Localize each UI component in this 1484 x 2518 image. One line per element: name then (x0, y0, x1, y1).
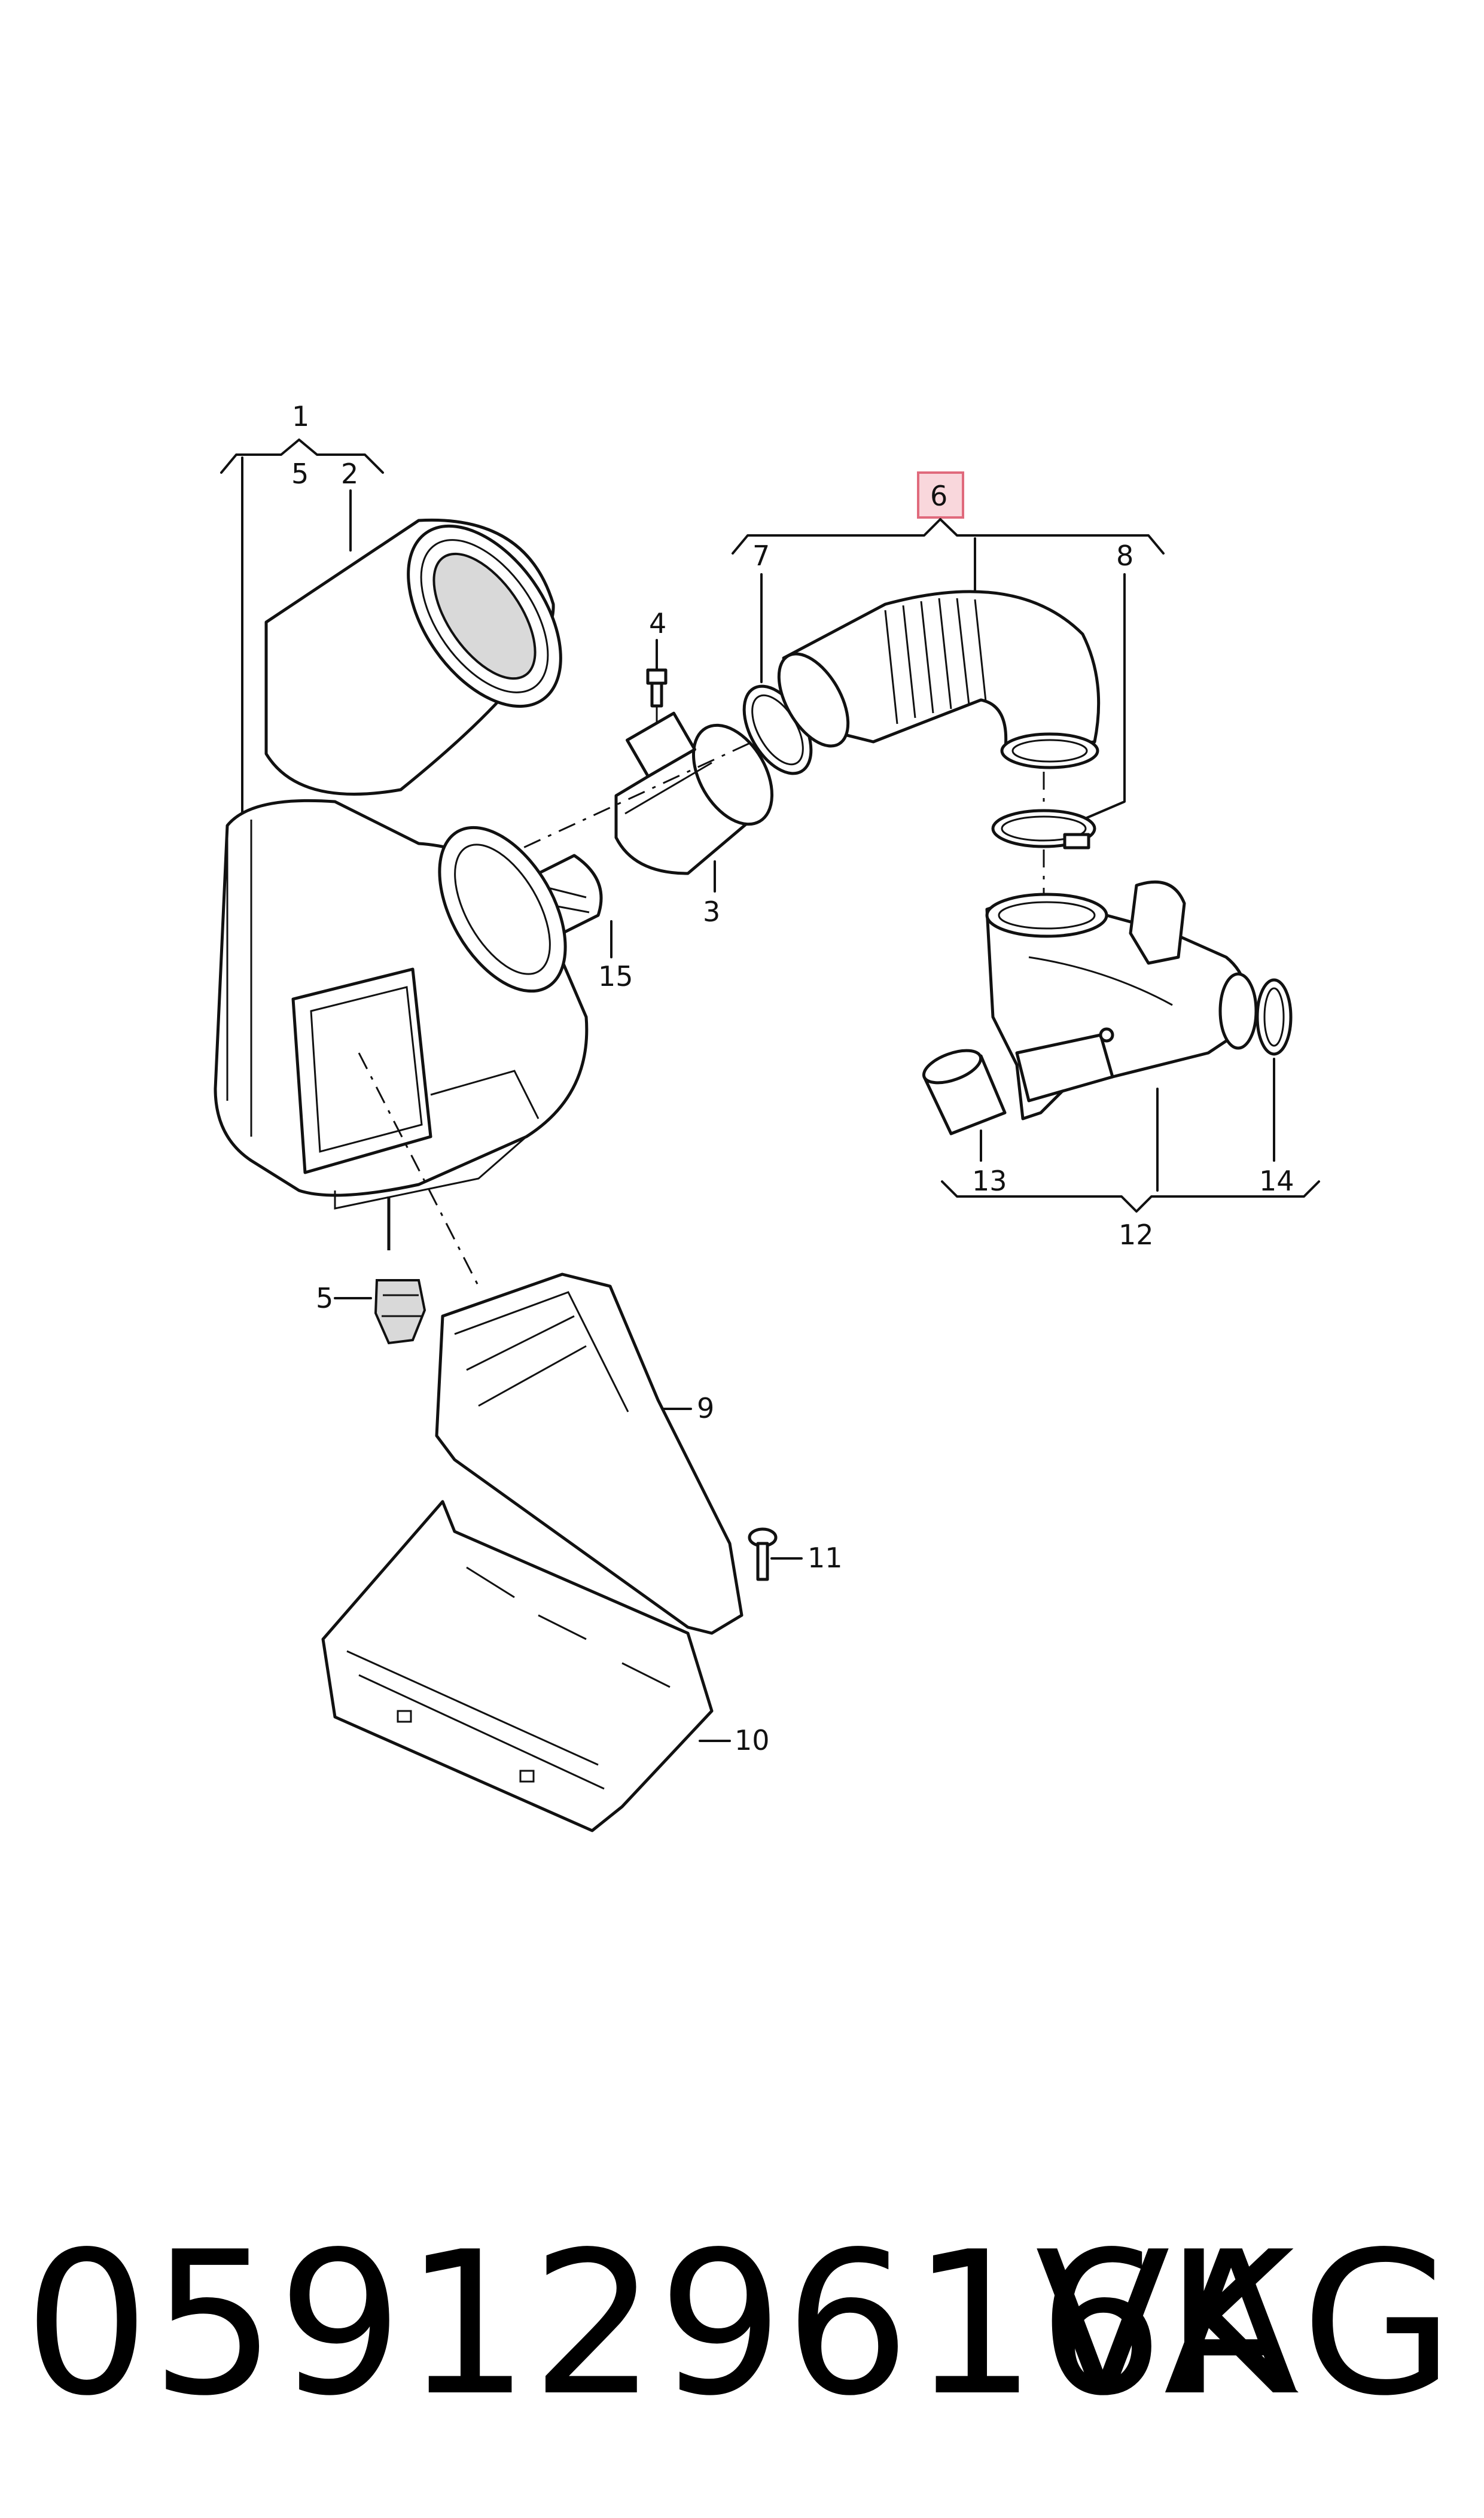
callout-3: 3 (703, 896, 720, 928)
callout-7: 7 (752, 540, 770, 572)
bracket-group-1 (220, 439, 384, 815)
air-duct-part-9 (435, 1272, 743, 1635)
rubber-mount-part-5 (374, 1279, 426, 1345)
footer: 059129616K VAG (0, 2225, 1484, 2477)
callout-9: 9 (697, 1392, 714, 1424)
air-filter-housing (214, 799, 589, 1210)
air-guide-part-10 (321, 1500, 714, 1832)
callout-4: 4 (649, 607, 666, 640)
callout-5-top: 5 (291, 458, 309, 490)
callout-8: 8 (1116, 540, 1133, 572)
callout-6-highlight (917, 471, 964, 519)
air-filter-element (264, 518, 562, 796)
callout-10: 10 (735, 1724, 770, 1756)
callout-5-bottom: 5 (316, 1282, 333, 1314)
screw-part-4 (646, 668, 668, 708)
callout-13: 13 (972, 1165, 1007, 1197)
callout-14: 14 (1259, 1165, 1294, 1197)
callout-2: 2 (341, 458, 358, 490)
intake-pipe-part-12 (985, 880, 1258, 1121)
callout-1: 1 (292, 400, 309, 433)
bolt-part-11 (748, 1527, 778, 1581)
callout-11: 11 (807, 1542, 843, 1574)
brand-name: VAG (1035, 2209, 1460, 2439)
intake-hose-part-6 (777, 590, 1101, 769)
exploded-parts-diagram: 1 5 2 4 3 15 (214, 400, 1320, 1832)
part-number: 059129616K (24, 2209, 1296, 2439)
bracket-group-12 (941, 1180, 1320, 1213)
callout-6: 6 (930, 480, 947, 512)
seal-ring-part-14 (1256, 978, 1293, 1056)
connector-part-13 (922, 1049, 1007, 1135)
hose-clamp-part-8 (991, 809, 1096, 850)
callout-12: 12 (1119, 1219, 1154, 1251)
callout-15: 15 (598, 960, 633, 992)
